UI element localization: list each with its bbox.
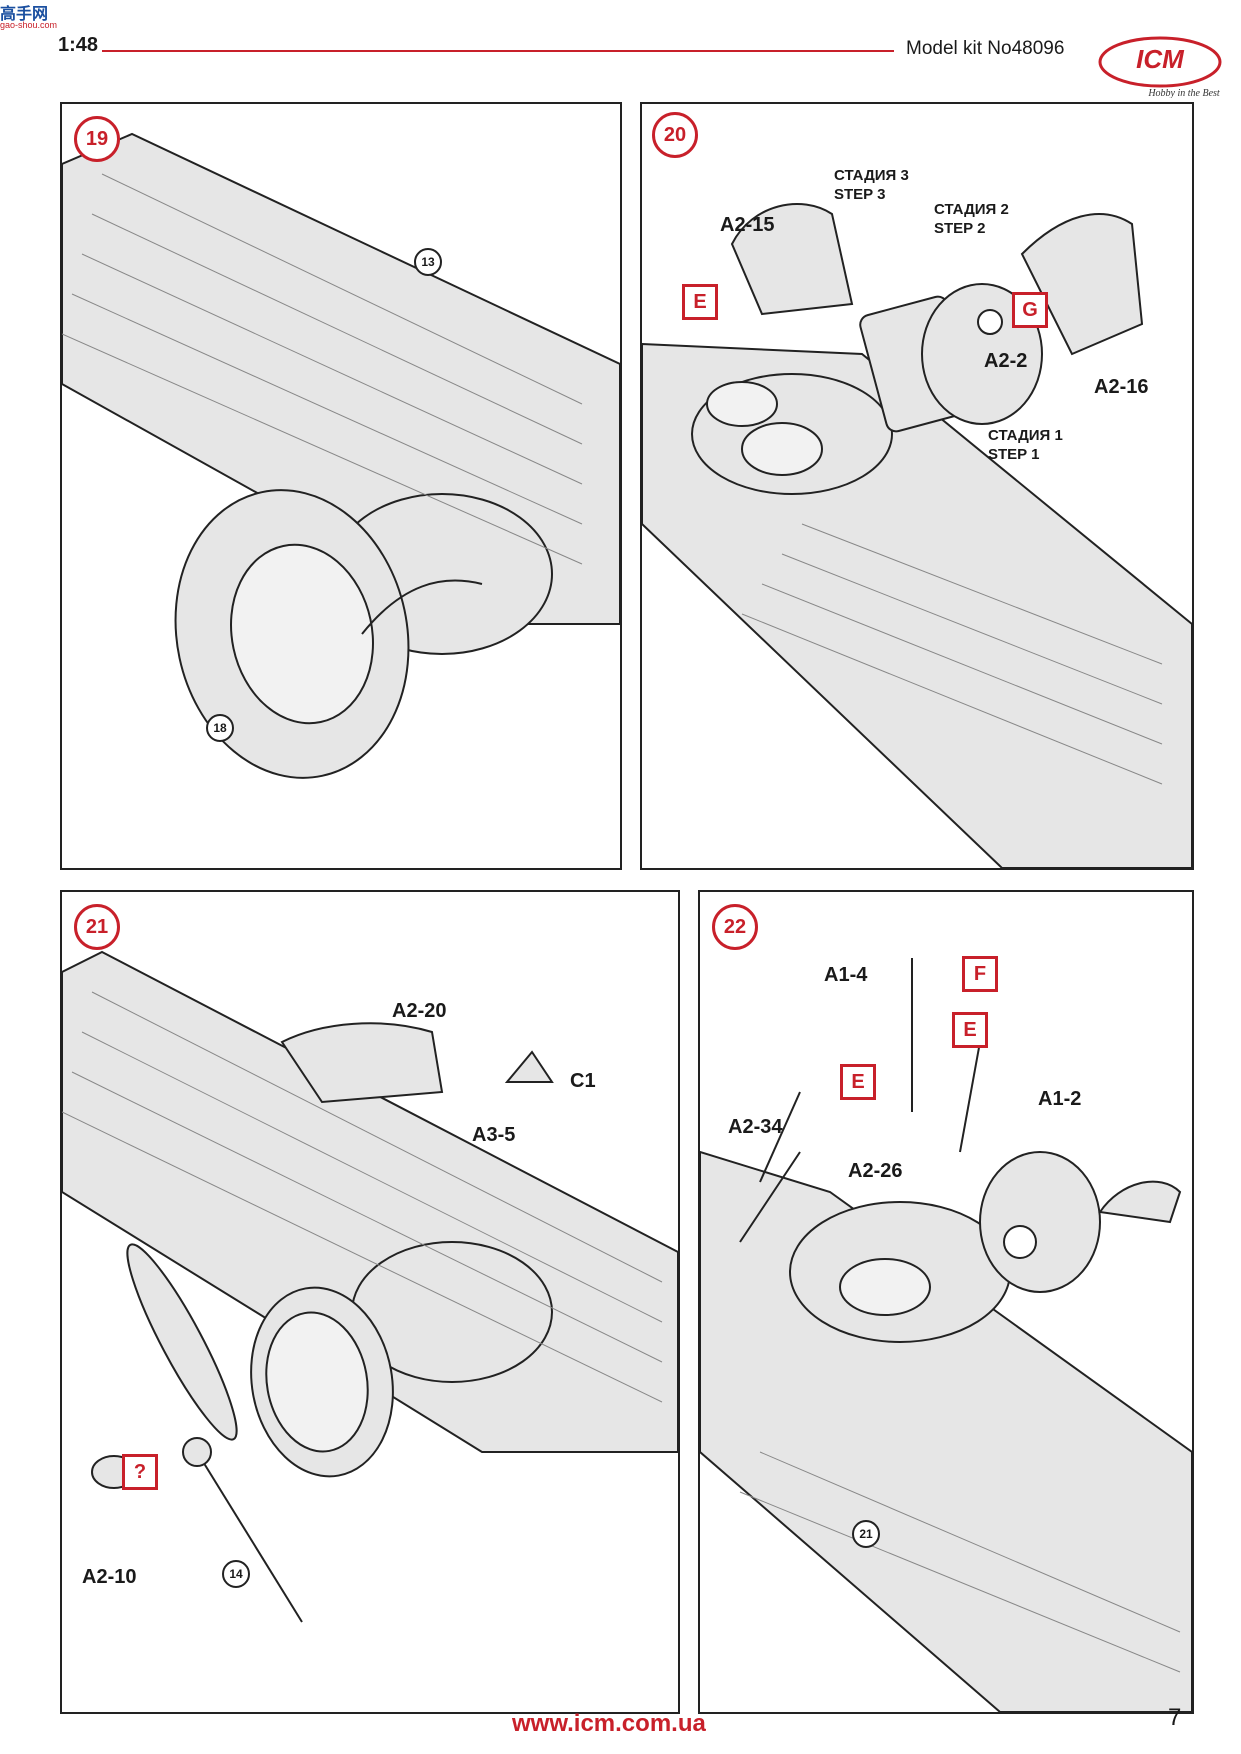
part-a2-2: A2-2 [984,350,1028,372]
stage-1-ru: СТАДИЯ 1 [988,427,1063,444]
part-a2-10: A2-10 [82,1566,137,1588]
stage-2-ru: СТАДИЯ 2 [934,201,1009,218]
step-number: 22 [712,904,758,950]
step-21-panel: 21 A2-20 C1 A3-5 ? A2-10 14 [60,890,680,1714]
ref-circle-21: 21 [852,1520,880,1548]
stage-1-en: STEP 1 [988,446,1040,463]
kit-number: Model kit No48096 [906,38,1065,59]
page-number: 7 [1168,1704,1182,1731]
step-22-drawing [700,958,1192,1712]
paint-code-e: E [682,284,718,320]
paint-code-f: F [962,956,998,992]
step-19-drawing [62,132,620,779]
paint-code-g: G [1012,292,1048,328]
part-a3-5: A3-5 [472,1124,516,1146]
ref-circle-18: 18 [206,714,234,742]
step-22-panel: 22 A1-4 F E E A1-2 A2-34 A2-26 21 [698,890,1194,1714]
step-number: 20 [652,112,698,158]
header-rule [102,50,894,52]
paint-code-e-1: E [952,1012,988,1048]
part-a1-2: A1-2 [1038,1088,1082,1110]
part-c1: C1 [570,1070,596,1092]
step-20-drawing [642,203,1192,868]
footer-url[interactable]: www.icm.com.ua [512,1710,706,1737]
part-a2-16: A2-16 [1094,376,1149,398]
step-number: 21 [74,904,120,950]
stage-3-ru: СТАДИЯ 3 [834,167,909,184]
step-19-panel: 19 13 18 [60,102,622,870]
step-number: 19 [74,116,120,162]
paint-code-unknown: ? [122,1454,158,1490]
stage-2-en: STEP 2 [934,220,986,237]
corner-watermark-url: gao-shou.com [0,20,58,30]
paint-code-e-2: E [840,1064,876,1100]
part-a2-20: A2-20 [392,1000,447,1022]
part-a2-34: A2-34 [728,1116,783,1138]
scale-label: 1:48 [58,34,99,56]
logo-tagline: Hobby in the Best [1147,88,1220,98]
stage-3-en: STEP 3 [834,186,886,203]
part-a1-4: A1-4 [824,964,868,986]
icm-logo: ICM Hobby in the Best [1090,28,1230,99]
step-20-panel: 20 СТАДИЯ 3 STEP 3 СТАДИЯ 2 STEP 2 A2-15… [640,102,1194,870]
logo-text: ICM [1136,44,1185,74]
ref-circle-13: 13 [414,248,442,276]
ref-circle-14: 14 [222,1560,250,1588]
corner-watermark-brand: 高手网 [0,6,49,23]
part-a2-26: A2-26 [848,1160,903,1182]
step-21-drawing [62,950,678,1623]
part-a2-15: A2-15 [720,214,775,236]
